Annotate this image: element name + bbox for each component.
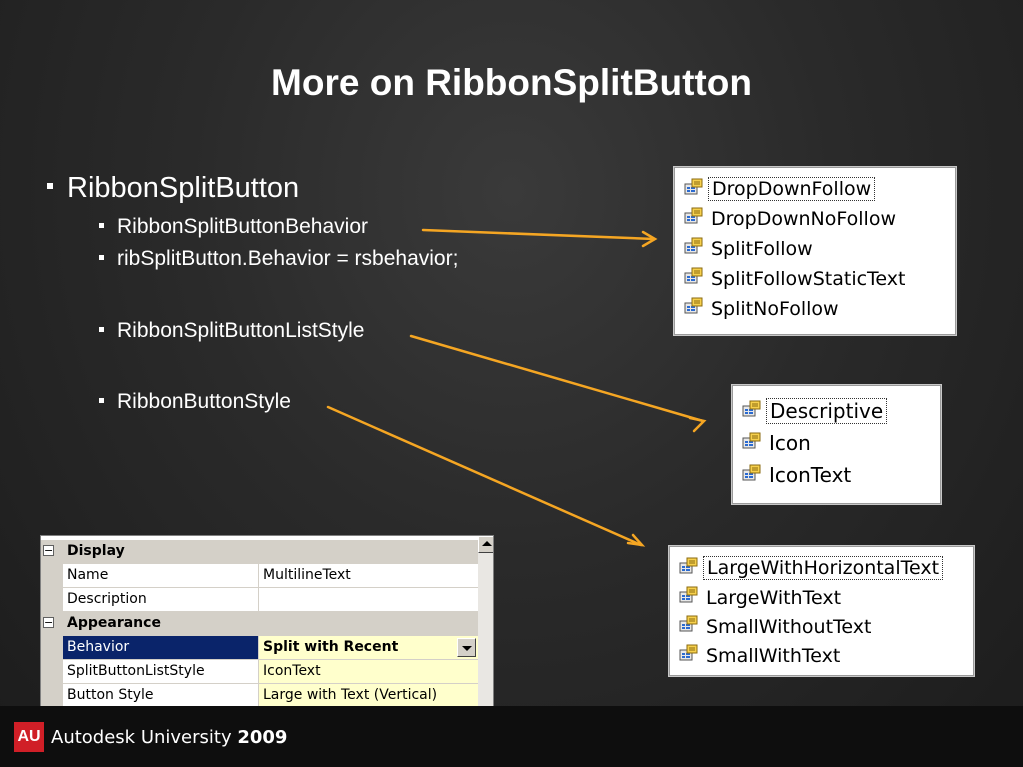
bullet-text: ribSplitButton.Behavior = rsbehavior; [117, 247, 459, 270]
enum-value-icon [684, 207, 704, 230]
property-row-behavior[interactable]: Behavior Split with Recent [41, 636, 478, 660]
arrow-to-button-style-list [326, 405, 643, 547]
enum-value-icon [679, 557, 699, 580]
property-label: SplitButtonListStyle [63, 660, 259, 684]
bullet-marker [99, 326, 104, 332]
behavior-enum-list[interactable]: DropDownFollow DropDownNoFollow SplitFol… [673, 166, 957, 336]
row-gutter [41, 588, 63, 612]
bullet-marker [99, 397, 104, 403]
property-value[interactable]: IconText [259, 660, 478, 684]
row-gutter [41, 636, 63, 660]
bullet-marker [99, 254, 104, 260]
property-grid[interactable]: − Display Name MultilineText Description… [40, 535, 494, 712]
enum-value-icon [742, 431, 762, 455]
vertical-scrollbar[interactable] [478, 536, 493, 711]
enum-value-icon [684, 267, 704, 290]
bullet-text: RibbonSplitButtonBehavior [117, 215, 368, 238]
arrow-head [688, 416, 707, 433]
au-logo: AU [14, 722, 44, 752]
property-value[interactable]: MultilineText [259, 564, 478, 588]
dropdown-arrow-button[interactable] [457, 638, 476, 657]
row-gutter [41, 564, 63, 588]
enum-value-icon [742, 399, 762, 423]
bullet-text: RibbonSplitButtonListStyle [117, 319, 365, 342]
enum-value-icon [742, 463, 762, 487]
enum-item[interactable]: SplitFollowStaticText [684, 267, 908, 290]
row-gutter [41, 660, 63, 684]
arrow-to-list-style-list [409, 334, 705, 423]
scroll-up-arrow-icon[interactable] [478, 536, 493, 553]
enum-item[interactable]: SmallWithText [679, 644, 843, 667]
bullet-list-style: RibbonSplitButtonListStyle [99, 319, 364, 343]
bullet-text: RibbonSplitButton [67, 172, 300, 204]
property-label: Description [63, 588, 259, 612]
enum-item[interactable]: SplitNoFollow [684, 297, 842, 320]
collapse-toggle-icon[interactable]: − [43, 616, 54, 629]
category-appearance[interactable]: − Appearance [41, 612, 478, 636]
property-row-description[interactable]: Description [41, 588, 478, 612]
enum-item[interactable]: DropDownFollow [684, 177, 876, 201]
enum-item[interactable]: Icon [742, 431, 814, 455]
footer-brand: Autodesk University 2009 [51, 727, 288, 748]
enum-item[interactable]: DropDownNoFollow [684, 207, 899, 230]
bullet-marker [47, 183, 53, 190]
property-label: Behavior [63, 636, 259, 660]
enum-item[interactable]: IconText [742, 463, 854, 487]
enum-item[interactable]: SmallWithoutText [679, 615, 874, 638]
button-style-enum-list[interactable]: LargeWithHorizontalText LargeWithText Sm… [668, 545, 975, 677]
enum-value-icon [679, 615, 699, 638]
property-label: Name [63, 564, 259, 588]
arrow-to-behavior-list [421, 228, 656, 241]
enum-value-icon [684, 297, 704, 320]
arrow-head [626, 533, 646, 547]
property-row-split-list-style[interactable]: SplitButtonListStyle IconText [41, 660, 478, 684]
bullet-code: ribSplitButton.Behavior = rsbehavior; [99, 247, 458, 271]
enum-item[interactable]: LargeWithText [679, 586, 844, 609]
property-value[interactable]: Large with Text (Vertical) [259, 684, 478, 708]
enum-item[interactable]: LargeWithHorizontalText [679, 556, 944, 580]
enum-item[interactable]: Descriptive [742, 398, 888, 424]
category-display[interactable]: − Display [41, 540, 478, 564]
list-style-enum-list[interactable]: Descriptive Icon IconText [731, 384, 942, 505]
enum-value-icon [679, 644, 699, 667]
bullet-ribbon-split-button: RibbonSplitButton [47, 172, 299, 205]
enum-value-icon [684, 178, 704, 201]
bullet-button-style: RibbonButtonStyle [99, 390, 291, 414]
bullet-behavior: RibbonSplitButtonBehavior [99, 215, 368, 239]
property-row-name[interactable]: Name MultilineText [41, 564, 478, 588]
enum-item[interactable]: SplitFollow [684, 237, 816, 260]
enum-value-icon [684, 237, 704, 260]
bullet-marker [99, 222, 104, 228]
bullet-text: RibbonButtonStyle [117, 390, 291, 413]
collapse-toggle-icon[interactable]: − [43, 544, 54, 557]
property-value-dropdown[interactable]: Split with Recent [259, 636, 478, 660]
footer-bar [0, 706, 1023, 767]
enum-value-icon [679, 586, 699, 609]
slide-title: More on RibbonSplitButton [271, 62, 752, 103]
row-gutter [41, 684, 63, 708]
arrow-head [641, 230, 658, 248]
property-value[interactable] [259, 588, 478, 612]
